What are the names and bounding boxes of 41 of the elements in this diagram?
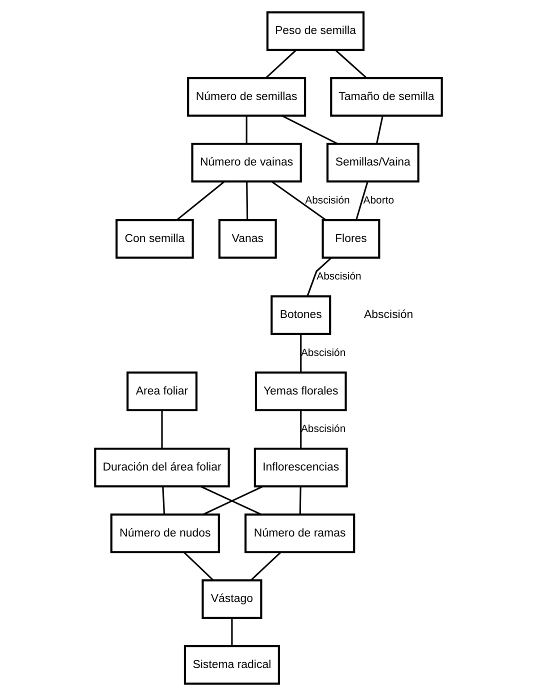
edge-label: Abscisión [300, 348, 346, 359]
node-box: Número de vainas [191, 142, 302, 182]
connector [300, 334, 302, 372]
connector [231, 618, 233, 646]
node-box: Número de ramas [244, 514, 356, 554]
connector [271, 180, 326, 221]
node-box: Yemas florales [254, 372, 347, 412]
node-box: Sistema radical [184, 645, 280, 685]
label: Abscisión [364, 309, 414, 322]
edge-label: Aborto [363, 195, 394, 206]
node-box: Tamaño de semilla [330, 77, 443, 117]
node-box: Con semilla [116, 219, 194, 259]
connector [335, 50, 368, 79]
connector [161, 410, 163, 449]
node-box: Número de nudos [110, 514, 220, 554]
connector [376, 116, 384, 144]
connector [250, 552, 282, 581]
connector [184, 552, 214, 581]
connector [162, 486, 166, 514]
node-box: Duración del área foliar [94, 448, 230, 488]
node-box: Número de semillas [187, 77, 306, 117]
edge-label: Abscisión [316, 272, 362, 283]
connector [306, 257, 332, 296]
connector [282, 115, 338, 145]
connector [356, 181, 368, 220]
node-box: Vanas [218, 219, 277, 259]
node-box: Inflorescencias [254, 448, 348, 488]
node-box: Area foliar [126, 372, 198, 412]
node-box: Vástago [202, 579, 262, 619]
connector [299, 486, 302, 514]
node-box: Peso de semilla [266, 11, 365, 51]
connector [300, 410, 302, 449]
node-box: Flores [322, 219, 380, 259]
node-box: Semillas/Vaina [326, 142, 420, 182]
edge-label: Abscisión [305, 195, 350, 206]
node-box: Botones [270, 295, 332, 335]
connector [246, 116, 248, 144]
connector [246, 182, 248, 220]
edge-label: Abscisión [300, 424, 346, 436]
connector [265, 50, 296, 79]
connector [176, 181, 225, 221]
